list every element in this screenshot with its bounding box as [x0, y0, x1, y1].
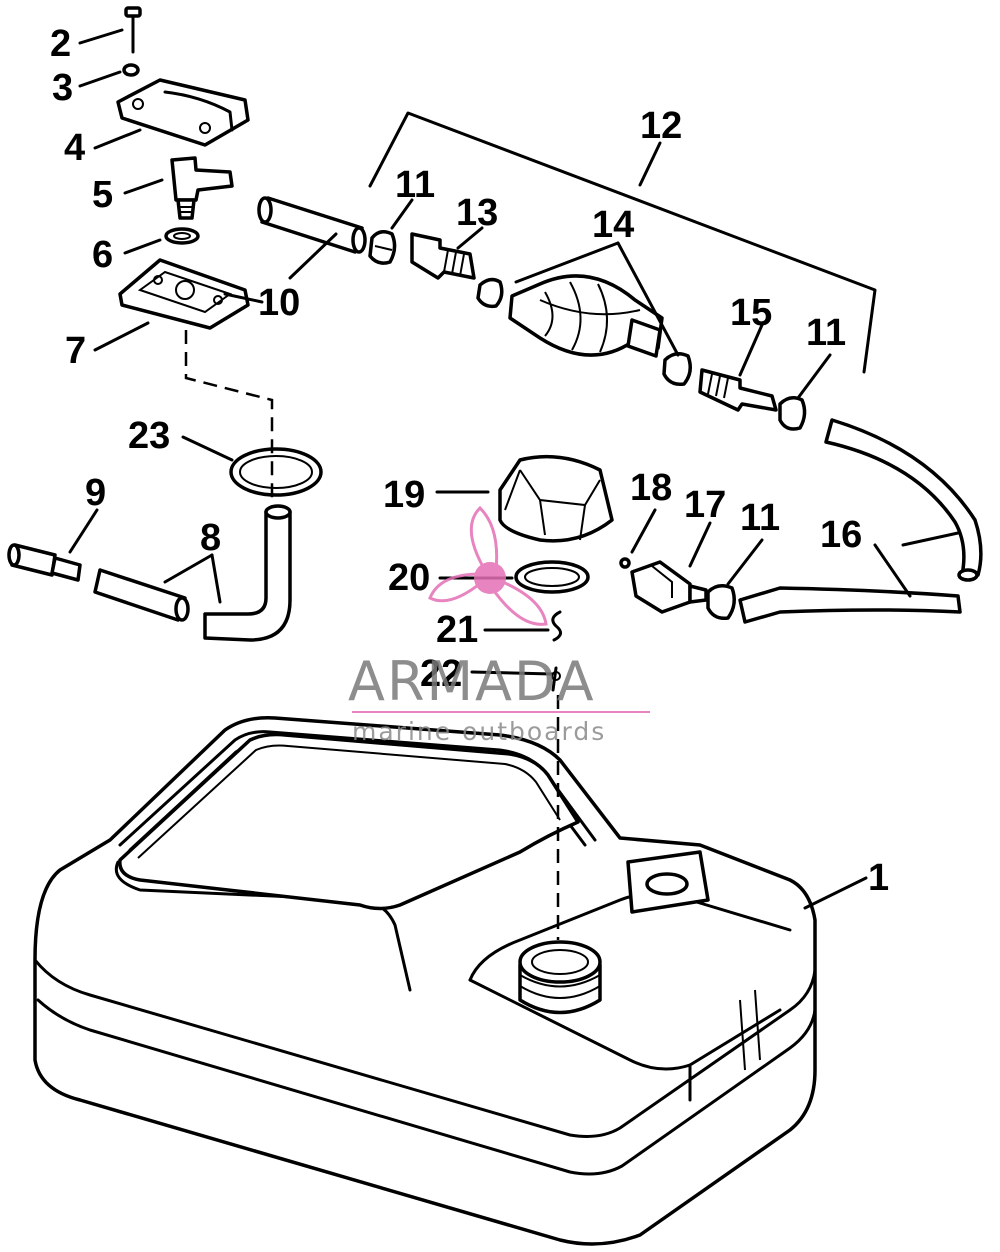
callout-10: 10 [258, 282, 300, 324]
tether-22 [551, 666, 561, 692]
leader-lines [68, 28, 960, 910]
retainer-plate [116, 78, 250, 147]
callout-16: 16 [820, 514, 862, 556]
hose-straight-8 [93, 568, 190, 622]
clamp-14-right [662, 352, 692, 387]
filler-cap-19 [498, 454, 614, 543]
o-ring-6 [164, 227, 200, 245]
clamp-11-right [778, 396, 807, 431]
fuel-fitting [170, 156, 234, 220]
callout-7: 7 [65, 330, 86, 372]
fitting-13 [410, 232, 476, 280]
callout-1: 1 [868, 857, 889, 899]
leader-dashed-7 [184, 330, 274, 510]
watermark-title: ARMADA [348, 650, 596, 713]
callout-18: 18 [630, 467, 672, 509]
callout-9: 9 [85, 472, 106, 514]
primer-bulb-14 [508, 274, 664, 358]
gasket-20 [514, 560, 590, 594]
callout-19: 19 [383, 474, 425, 516]
callout-17: 17 [684, 484, 726, 526]
fitting-15 [698, 368, 778, 412]
callout-numbers: 2 3 4 5 6 7 10 23 9 8 11 13 12 14 15 11 … [50, 23, 889, 899]
callout-4: 4 [64, 127, 85, 169]
o-ring-18 [619, 557, 631, 569]
callout-11-lower: 11 [740, 497, 780, 539]
clamp-14-left [476, 277, 504, 309]
callout-11-right: 11 [806, 312, 846, 354]
callout-3: 3 [52, 67, 73, 109]
hose-elbow-8 [203, 504, 292, 642]
callout-20: 20 [388, 557, 430, 599]
clamp-11-lower [706, 584, 736, 621]
callout-11-upper: 11 [395, 164, 435, 206]
connector-9 [7, 543, 82, 582]
callout-12: 12 [640, 105, 682, 147]
callout-8: 8 [200, 517, 221, 559]
callout-23: 23 [128, 415, 170, 457]
callout-6: 6 [92, 234, 113, 276]
callout-13: 13 [456, 192, 498, 234]
fuel-tank [33, 716, 817, 1246]
callout-15: 15 [730, 292, 772, 334]
callout-5: 5 [92, 174, 113, 216]
screw [124, 6, 142, 54]
clamp-11-upper [368, 230, 397, 265]
callout-14: 14 [592, 204, 634, 246]
o-ring-23 [229, 447, 323, 497]
fuel-gauge-plate [118, 258, 250, 330]
lock-washer [122, 63, 140, 77]
hose-10 [257, 196, 367, 254]
callout-21: 21 [436, 609, 478, 651]
hose-16 [738, 418, 983, 624]
callout-22: 22 [420, 653, 462, 695]
watermark-subtitle: marine outboards [352, 717, 606, 746]
callout-2: 2 [50, 23, 71, 65]
s-hook-21 [551, 610, 562, 642]
quick-connector-17 [630, 560, 708, 614]
propeller-logo-icon [428, 505, 548, 626]
armada-watermark: ARMADA marine outboards [348, 505, 650, 746]
